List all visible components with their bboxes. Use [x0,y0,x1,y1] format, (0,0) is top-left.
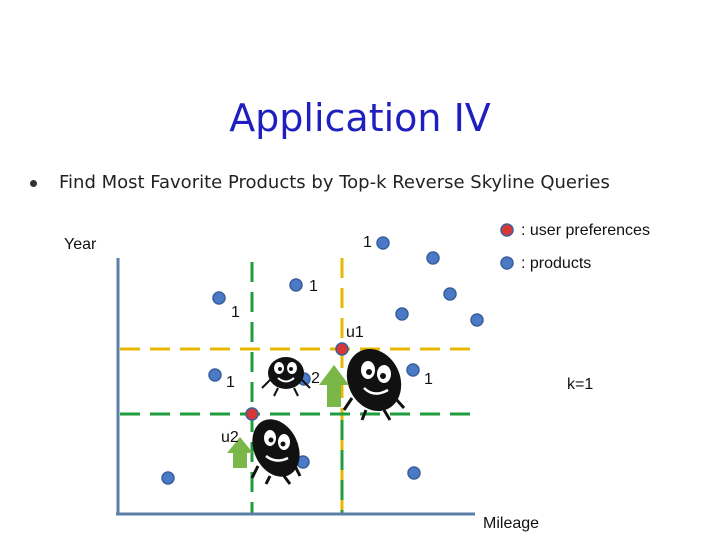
product-point [470,313,484,327]
user-bug-u1-icon [342,348,406,421]
count-label: 1 [424,371,433,388]
product-points [161,236,484,485]
slide-title: Application IV [229,96,491,140]
product-point [161,471,175,485]
bullet-item: Find Most Favorite Products by Top-k Rev… [30,172,610,193]
user-bug-u2-icon [250,419,302,485]
product-point [426,251,440,265]
count-label: 1 [226,374,235,391]
legend-product-label: : products [521,255,591,272]
product-point [406,363,420,377]
legend-user-label: : user preferences [521,222,650,239]
legend-product-marker [500,256,514,270]
k-value-label: k=1 [567,376,593,393]
bullet-icon [30,179,37,187]
y-axis-label: Year [64,236,97,253]
count-label: 2 [311,370,320,387]
bullet-text: Find Most Favorite Products by Top-k Rev… [59,172,610,193]
count-label: 1 [363,234,372,251]
product-point [407,466,421,480]
product-point [208,368,222,382]
arrow-up-icon [227,437,253,468]
user-point-u1 [335,342,349,356]
arrow-up-icon [319,365,349,407]
product-point [443,287,457,301]
product-point [376,236,390,250]
product-point [212,291,226,305]
user-label-u2: u2 [221,429,239,446]
user-label-u1: u1 [346,324,364,341]
x-axis-label: Mileage [483,515,539,532]
product-point [395,307,409,321]
product-point [289,278,303,292]
user-point-u2 [245,407,259,421]
legend-user-marker [500,223,514,237]
count-label: 1 [309,278,318,295]
count-label: 1 [231,304,240,321]
user-bug-small-icon [261,357,311,397]
